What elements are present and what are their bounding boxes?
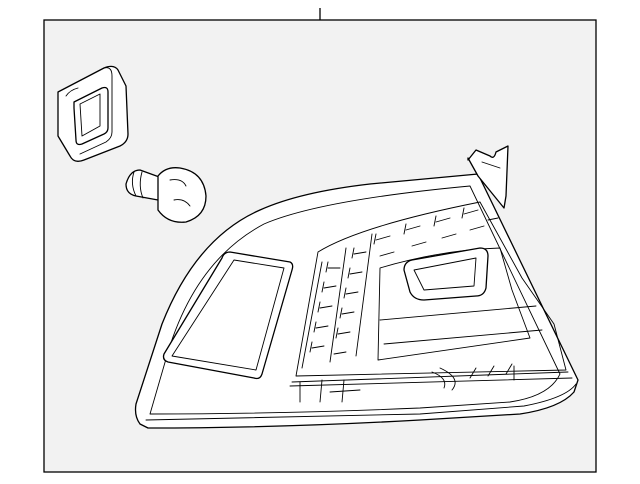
rubber-seal-icon <box>57 65 129 162</box>
tail-lamp-icon <box>134 145 579 429</box>
bulb-icon <box>125 167 207 223</box>
